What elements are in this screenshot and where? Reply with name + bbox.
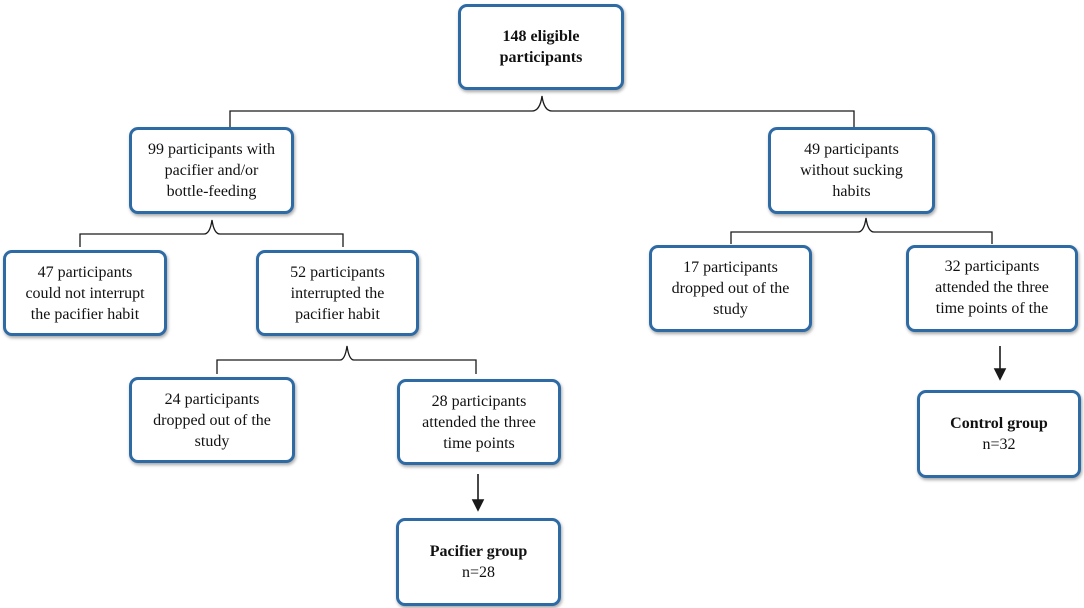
group-count: n=28 (461, 564, 496, 581)
arrow-control-head (993, 368, 1007, 381)
group-title: Control group (950, 415, 1048, 432)
box-attended-right: 32 participants attended the three time … (906, 245, 1078, 332)
box-control-group: Control group n=32 (917, 390, 1081, 478)
arrow-pacifier-head (471, 499, 485, 512)
box-text-line: study (194, 432, 230, 450)
box-text-line: habits (832, 183, 871, 200)
brace-left (79, 219, 344, 247)
brace-interrupted (216, 345, 477, 374)
box-text-line: attended the three (935, 279, 1049, 296)
box-text-line: 49 participants (804, 141, 899, 158)
box-dropped-out-left: 24 participants dropped out of the study (129, 377, 295, 463)
box-pacifier-bottle-feeding: 99 participants with pacifier and/or bot… (129, 127, 294, 214)
box-text-line: 148 eligible (502, 28, 580, 45)
box-text-line: 32 participants (944, 258, 1040, 275)
box-text-line: dropped out of the (153, 411, 271, 429)
brace-right (730, 217, 993, 244)
group-count: n=32 (982, 436, 1016, 453)
box-attended-left: 28 participants attended the three time … (397, 379, 561, 465)
box-text-line: could not interrupt (25, 284, 145, 302)
box-dropped-out-right: 17 participants dropped out of the study (649, 245, 812, 332)
brace-root (229, 95, 855, 127)
box-text-line: 17 participants (683, 259, 778, 276)
box-text-line: the pacifier habit (30, 305, 140, 323)
box-text-line: bottle-feeding (166, 183, 257, 200)
box-text-line: interrupted the (290, 284, 385, 302)
box-pacifier-group: Pacifier group n=28 (396, 518, 561, 606)
box-text-line: pacifier and/or (164, 162, 259, 179)
box-text-line: study (713, 301, 748, 318)
box-text-line: 99 participants with (147, 141, 276, 158)
box-text-line: time points of the (935, 300, 1049, 317)
box-text-line: 24 participants (164, 390, 260, 408)
box-text-line: dropped out of the (671, 280, 790, 297)
group-title: Pacifier group (429, 543, 528, 560)
box-eligible-participants: 148 eligible participants (458, 4, 624, 90)
box-text-line: 47 participants (37, 263, 133, 281)
box-text-line: without sucking (800, 162, 903, 179)
box-without-sucking-habits: 49 participants without sucking habits (768, 127, 935, 214)
box-text-line: participants (499, 49, 583, 66)
box-text-line: 52 participants (290, 263, 385, 281)
box-text-line: time points (443, 434, 515, 452)
box-text-line: 28 participants (431, 392, 527, 410)
box-could-not-interrupt: 47 participants could not interrupt the … (3, 250, 167, 336)
box-text-line: pacifier habit (295, 305, 380, 323)
box-text-line: attended the three (422, 413, 536, 431)
box-interrupted-habit: 52 participants interrupted the pacifier… (256, 250, 419, 336)
